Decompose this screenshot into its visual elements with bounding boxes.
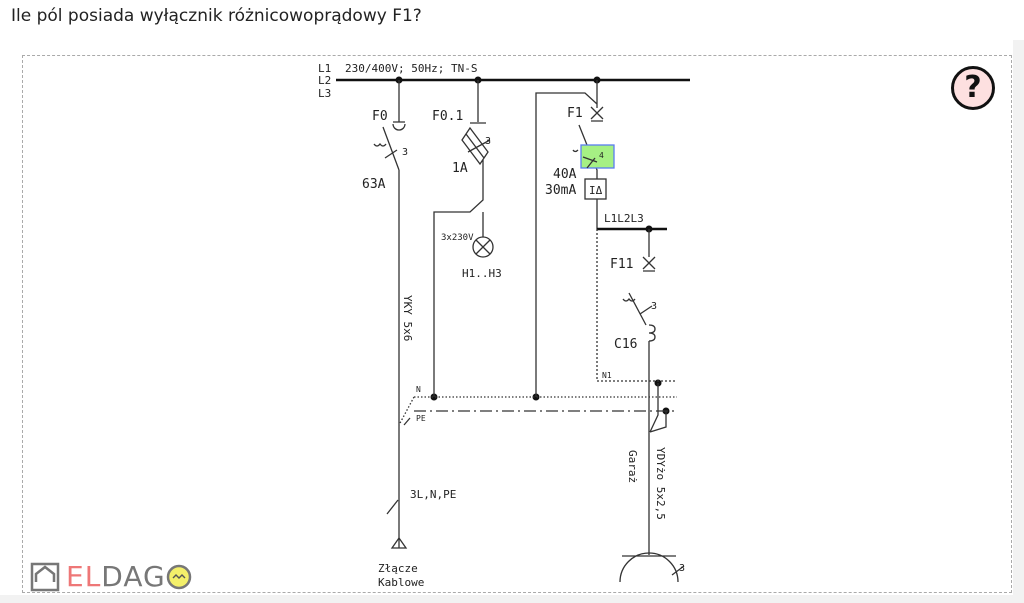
label-l3: L3 [318, 87, 331, 100]
connector-label-2: Kablowe [378, 576, 424, 589]
diagram-frame [22, 55, 1012, 593]
eldago-logo: ELDAGO [30, 562, 192, 592]
conductors-label: 3L,N,PE [410, 488, 456, 501]
label-f11-rating: C16 [614, 337, 637, 352]
label-f0-rating: 63A [362, 177, 386, 192]
pe-label: PE [416, 414, 426, 423]
label-f1: F1 [567, 106, 583, 121]
label-f01-rating: 1A [452, 161, 468, 176]
label-f0: F0 [372, 109, 388, 124]
lamps-label: H1..H3 [462, 267, 502, 280]
logo-o-wave-icon [166, 564, 191, 590]
garage-label: Garaż [626, 450, 639, 483]
n-label: N [416, 385, 421, 394]
house-icon [30, 562, 60, 592]
garage-cable-label: YDYżo 5x2,5 [654, 447, 667, 520]
label-f11: F11 [610, 257, 633, 272]
f1-poles: 4 [599, 151, 604, 160]
bottom-bar [0, 595, 1024, 603]
bus-label: L1L2L3 [604, 212, 644, 225]
connector-label-1: Złącze [378, 562, 418, 575]
f01-poles: 3 [485, 136, 491, 147]
main-cable-label: YKY 5x6 [401, 295, 414, 341]
supply-label: 230/400V; 50Hz; TN-S [345, 62, 477, 75]
label-l1: L1 [318, 62, 331, 75]
label-l2: L2 [318, 74, 331, 87]
socket-poles: 3 [679, 563, 685, 574]
help-button[interactable]: ? [951, 66, 995, 110]
rcd-symbol: IΔ [589, 184, 603, 197]
scroll-gutter [1013, 40, 1024, 603]
label-f1-sensitivity: 30mA [545, 183, 576, 198]
f11-poles: 3 [651, 301, 657, 312]
question-text: Ile pól posiada wyłącznik różnicowoprądo… [11, 6, 422, 26]
logo-dag: DAG [101, 560, 166, 593]
logo-el: EL [66, 560, 102, 593]
n1-label: N1 [602, 371, 612, 380]
f0-poles: 3 [402, 147, 408, 158]
lamp-voltage: 3x230V [441, 233, 474, 243]
label-f01: F0.1 [432, 109, 463, 124]
label-f1-rating: 40A [553, 167, 577, 182]
